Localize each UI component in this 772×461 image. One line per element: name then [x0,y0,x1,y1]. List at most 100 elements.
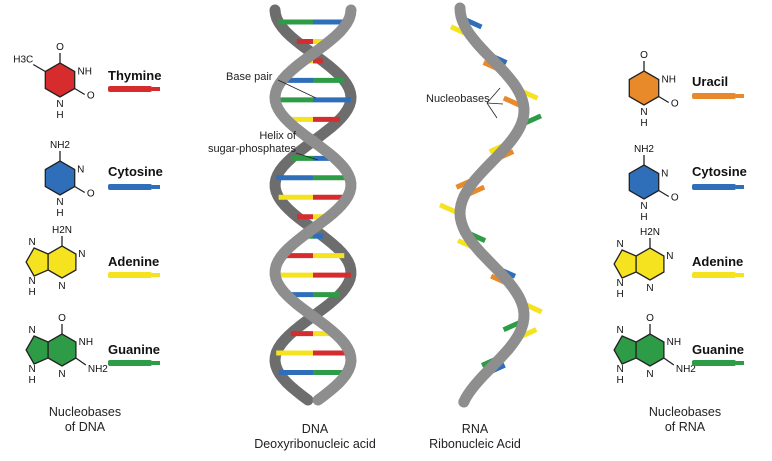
guanine-rna-structure-five-ring [613,335,637,365]
dna-nucleobases-caption-line1: Nucleobases [48,405,122,419]
guanine-rna-structure-atom-h: H [617,375,624,386]
adenine-dna-structure-six-ring [47,245,77,279]
guanine-rna-structure-atom-n1: N [646,369,653,380]
guanine-rna-structure-atom-n2: N [617,325,624,336]
cytosine-dna-structure-ring [44,160,76,196]
guanine-dna-stick-tip [152,361,160,365]
adenine-dna-structure-atom-n2: N [58,281,65,292]
thymine-structure-ring [44,62,76,98]
cytosine-dna-stick-tip [152,185,160,189]
dna-caption: DNA Deoxyribonucleic acid [240,422,390,452]
cytosine-rna-stick-tip [736,185,744,189]
annotation-pointers [277,79,504,161]
nucleobases-pointer [486,102,498,119]
adenine-rna-structure-atom-nh2: H2N [640,227,660,238]
cytosine-rna-structure-atom-n-right: N [661,169,668,180]
adenine-rna-stick [692,272,736,278]
thymine-structure-atom-nh: NH [77,67,91,78]
guanine-rna-structure-atom-n3: N [617,364,624,375]
guanine-rna-structure-atom-o-top: O [646,313,654,324]
uracil-structure-atom-h: H [640,118,647,129]
guanine-dna-structure-atom-nh: NH [79,337,93,348]
guanine-dna-structure-atom-h: H [29,375,36,386]
helix-pointer [295,152,319,161]
adenine-rna-structure-five-ring [613,249,637,279]
guanine-dna-structure-atom-n3: N [29,364,36,375]
cytosine-rna-structure-atom-nh2: NH2 [634,144,654,155]
cytosine-dna-structure-atom-o-right: O [87,189,95,200]
adenine-rna-structure-atom-h: H [617,289,624,300]
cytosine-rna-structure-atom-h: H [640,212,647,223]
uracil-structure-atom-o-top: O [640,50,648,61]
base-pair-pointer [277,79,317,99]
guanine-dna-structure-atom-o-top: O [58,313,66,324]
rna-strand [454,2,530,408]
dna-nucleobases-caption: Nucleobases of DNA [20,405,150,435]
guanine-rna-stick [692,360,736,366]
annotation-helix-line1: Helix of [259,130,296,142]
dna-caption-line1: DNA [301,422,329,436]
dna-strand-front [269,4,357,406]
uracil-structure-atom-n: N [640,107,647,118]
guanine-dna-structure-atom-n2: N [29,325,36,336]
uracil-structure-atom-nh: NH [661,75,675,86]
label-adenine-rna: Adenine [692,254,744,269]
rna-caption-line1: RNA [461,422,489,436]
cytosine-dna-structure-atom-n-right: N [77,165,84,176]
dna-double-helix [269,4,357,406]
nucleobases-pointer [486,102,504,105]
annotation-base-pair: Base pair [226,71,273,83]
chemical-bond [75,357,87,366]
guanine-dna-stick [108,360,152,366]
adenine-dna-structure-five-ring [25,247,49,277]
adenine-dna-stick-tip [152,273,160,277]
adenine-dna-stick [108,272,152,278]
guanine-rna-structure-atom-nh2: NH2 [676,364,696,375]
label-uracil: Uracil [692,74,729,89]
rna-caption-line2: Ribonucleic Acid [429,437,521,451]
adenine-dna-structure-atom-n3: N [29,237,36,248]
rna-caption: RNA Ribonucleic Acid [405,422,545,452]
cytosine-dna-stick [108,184,152,190]
guanine-dna-structure-atom-nh2: NH2 [88,364,108,375]
adenine-dna-structure-atom-h: H [29,287,36,298]
rna-nucleobases-caption-line1: Nucleobases [648,405,722,419]
thymine-structure-atom-o-top: O [56,42,64,53]
guanine-dna-structure-six-ring [47,333,77,367]
label-thymine: Thymine [108,68,162,83]
cytosine-rna-structure-ring [628,164,660,200]
adenine-rna-structure-six-ring [635,247,665,281]
adenine-rna-stick-tip [736,273,744,277]
cytosine-rna-stick [692,184,736,190]
label-adenine-dna: Adenine [108,254,160,269]
annotation-helix-line2: sugar-phosphates [207,143,296,155]
guanine-rna-structure-atom-nh: NH [667,337,681,348]
adenine-rna-structure-atom-n1: N [666,251,673,262]
cytosine-rna-structure-atom-n: N [640,201,647,212]
chemical-bond [658,95,670,104]
adenine-dna-structure-atom-n4: N [29,276,36,287]
chemical-bond [74,185,86,194]
thymine-structure-atom-o-right: O [87,91,95,102]
annotation-nucleobases: Nucleobases [426,93,490,105]
uracil-structure-atom-o-right: O [671,99,679,110]
annotation-helix: Helix of sugar-phosphates [198,130,296,156]
thymine-structure-atom-h: H [56,110,63,121]
uracil-structure-ring [628,70,660,106]
rna-single-helix [438,2,543,408]
guanine-dna-structure-five-ring [25,335,49,365]
label-guanine-dna: Guanine [108,342,161,357]
chemical-bond [74,87,86,96]
thymine-structure-atom-methyl: H3C [13,55,33,66]
uracil-stick [692,93,736,99]
uracil-stick-tip [736,94,744,98]
thymine-stick-tip [152,87,160,91]
adenine-dna-structure-atom-n1: N [78,249,85,260]
label-cytosine-dna: Cytosine [108,164,163,179]
thymine-structure-atom-n: N [56,99,63,110]
guanine-rna-structure-six-ring [635,333,665,367]
